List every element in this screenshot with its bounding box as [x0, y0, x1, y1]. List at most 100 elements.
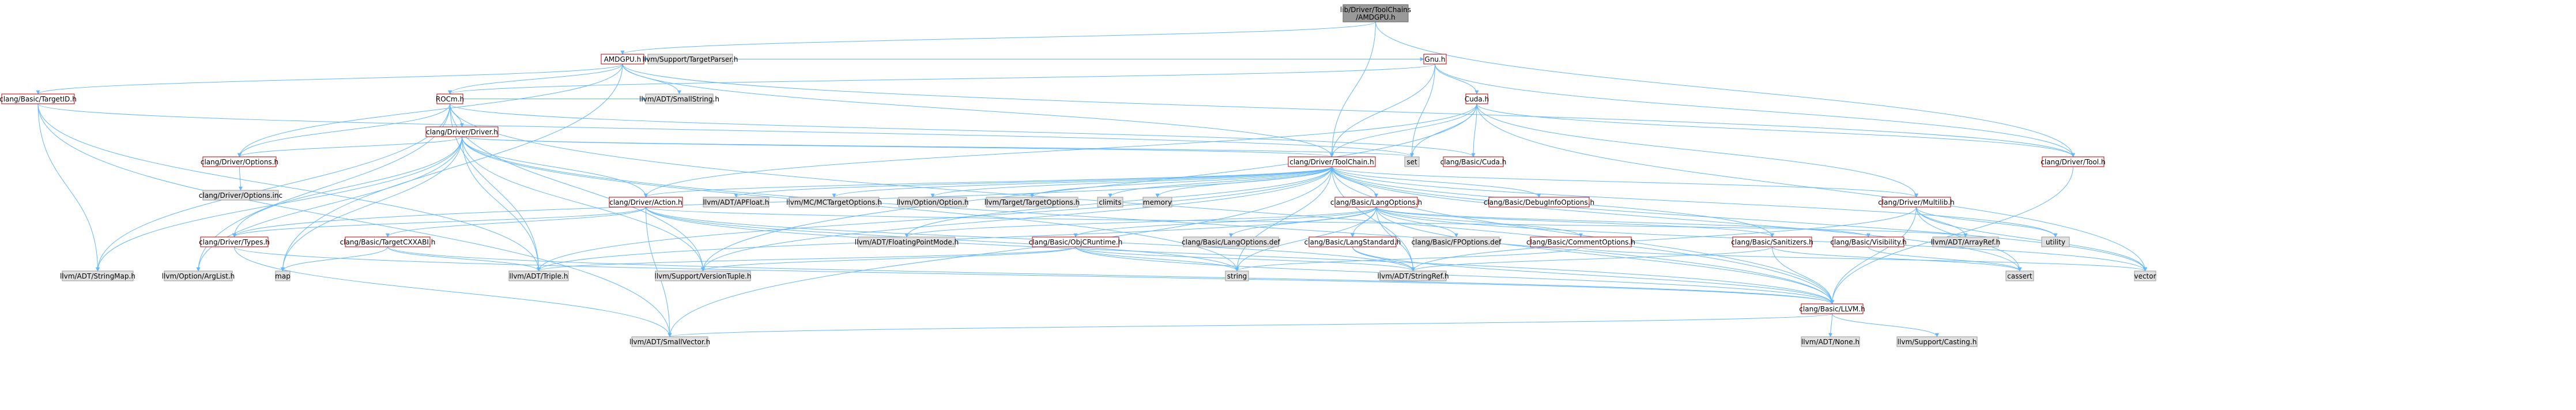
node-toolchain[interactable]: clang/Driver/ToolChain.h	[1288, 156, 1376, 167]
edge-root-to-tool	[1375, 21, 2075, 157]
node-triple: llvm/ADT/Triple.h	[508, 270, 569, 281]
edge-langoptions-to-objcruntime	[1073, 206, 1376, 238]
node-stringmap: llvm/ADT/StringMap.h	[60, 270, 135, 281]
node-stringref: llvm/ADT/StringRef.h	[1377, 270, 1449, 281]
edge-toolchain-to-climits	[1108, 166, 1332, 198]
node-multilib[interactable]: clang/Driver/Multilib.h	[1878, 197, 1955, 208]
node-box-langoptions	[1334, 197, 1418, 208]
edge-cxxabi-to-triple	[387, 246, 541, 272]
node-label-smallvector: llvm/ADT/SmallVector.h	[629, 338, 710, 346]
edge-driverh-to-stringmap	[96, 136, 462, 272]
node-commentoptions[interactable]: clang/Basic/CommentOptions.h	[1526, 236, 1635, 247]
node-box-smallvector	[631, 336, 708, 347]
node-box-smallstring	[645, 93, 714, 104]
node-gnu[interactable]: Gnu.h	[1423, 54, 1447, 65]
node-root[interactable]: lib/Driver/ToolChains/AMDGPU.h	[1340, 4, 1411, 22]
edge-objcruntime-to-triple	[537, 246, 1076, 272]
edge-options-to-optionsinc	[238, 166, 243, 191]
edge-objcruntime-to-stringref	[1075, 246, 1415, 272]
node-label-arglist: llvm/Option/ArgList.h	[162, 272, 235, 280]
node-label-targetoptions: llvm/Target/TargetOptions.h	[985, 198, 1080, 206]
node-sanitizers[interactable]: clang/Basic/Sanitizers.h	[1731, 236, 1813, 247]
edge-amdgpu-to-toolchain	[622, 63, 1334, 157]
node-label-arrayref: llvm/ADT/ArrayRef.h	[1931, 238, 2001, 246]
node-amdgpu[interactable]: AMDGPU.h	[601, 54, 644, 65]
edge-multilib-to-stringref	[1411, 206, 1917, 272]
node-box-none	[1801, 336, 1860, 347]
node-box-casting	[1896, 336, 1978, 347]
node-box-rocm	[436, 93, 463, 104]
node-box-set	[1404, 156, 1420, 167]
edge-toolchain-to-stringref	[1332, 166, 1415, 272]
node-cxxabi[interactable]: clang/Basic/TargetCXXABI.h	[340, 236, 436, 247]
node-box-multilib	[1881, 197, 1951, 208]
node-visibility[interactable]: clang/Basic/Visibility.h	[1830, 236, 1907, 247]
node-types[interactable]: clang/Driver/Types.h	[199, 236, 270, 247]
edge-amdgpu-to-rocm	[448, 63, 623, 95]
node-action[interactable]: clang/Driver/Action.h	[609, 197, 683, 208]
edge-driverh-to-toolchain	[462, 136, 1334, 157]
edge-action-to-stringref	[646, 206, 1415, 272]
edge-toolchain-to-smallvector	[667, 166, 1332, 337]
edge-rocm-to-basiccuda	[450, 103, 1476, 157]
node-label-cxxabi: clang/Basic/TargetCXXABI.h	[340, 238, 436, 246]
node-basiccuda[interactable]: clang/Basic/Cuda.h	[1440, 156, 1507, 167]
node-label-apfloat: llvm/ADT/APFloat.h	[703, 198, 770, 206]
edge-langoptions-to-sanitizers	[1376, 206, 1774, 238]
node-targetoptions: llvm/Target/TargetOptions.h	[985, 197, 1080, 208]
node-box-fpoptionsdef	[1413, 236, 1500, 247]
edge-root-to-toolchain	[1330, 21, 1376, 157]
node-box-amdgpu	[601, 54, 644, 65]
node-label-set: set	[1406, 158, 1417, 166]
node-label-visibility: clang/Basic/Visibility.h	[1830, 238, 1906, 246]
node-set: set	[1404, 156, 1420, 167]
node-langoptions[interactable]: clang/Basic/LangOptions.h	[1330, 197, 1422, 208]
node-box-langoptsdef	[1183, 236, 1279, 247]
node-options[interactable]: clang/Driver/Options.h	[201, 156, 278, 167]
edge-toolchain-to-llvmh	[1332, 166, 1834, 304]
node-arglist: llvm/Option/ArgList.h	[162, 270, 235, 281]
node-label-langoptsdef: clang/Basic/LangOptions.def	[1182, 238, 1281, 246]
node-driverh[interactable]: clang/Driver/Driver.h	[425, 126, 499, 137]
node-objcruntime[interactable]: clang/Basic/ObjCRuntime.h	[1029, 236, 1123, 247]
edge-cudah-to-toolchain	[1330, 103, 1477, 157]
edge-targetid-to-smallvector	[37, 103, 672, 337]
edge-llvmh-to-none	[1828, 313, 1833, 337]
node-cudah[interactable]: Cuda.h	[1465, 93, 1489, 104]
edge-toolchain-to-apfloat	[734, 166, 1332, 198]
node-label-amdgpu: AMDGPU.h	[604, 55, 642, 63]
edge-commentoptions-to-string	[1235, 246, 1581, 272]
node-box-langstandard	[1308, 236, 1397, 247]
node-targetid[interactable]: clang/Basic/TargetID.h	[0, 93, 77, 104]
node-box-types	[200, 236, 269, 247]
node-label-targetparser: llvm/Support/TargetParser.h	[643, 55, 738, 63]
edge-types-to-smallvector	[234, 246, 672, 337]
edge-sanitizers-to-stringref	[1411, 246, 1772, 272]
node-utility: utility	[2041, 236, 2070, 247]
node-label-vector: vector	[2134, 272, 2156, 280]
node-vector: vector	[2134, 270, 2156, 281]
edge-toolchain-to-debuginfo	[1332, 166, 1541, 198]
edge-root-to-amdgpu	[620, 21, 1376, 55]
node-llvmh[interactable]: clang/Basic/LLVM.h	[1799, 303, 1865, 314]
node-debuginfo[interactable]: clang/Basic/DebugInfoOptions.h	[1484, 197, 1594, 208]
node-langstandard[interactable]: clang/Basic/LangStandard.h	[1304, 236, 1401, 247]
edge-toolchain-to-cassert	[1332, 166, 2022, 272]
node-label-basiccuda: clang/Basic/Cuda.h	[1440, 158, 1507, 166]
node-label-objcruntime: clang/Basic/ObjCRuntime.h	[1029, 238, 1123, 246]
node-rocm[interactable]: ROCm.h	[436, 93, 464, 104]
node-label-sanitizers: clang/Basic/Sanitizers.h	[1731, 238, 1813, 246]
node-box-cudah	[1465, 93, 1488, 104]
node-box-options	[202, 156, 277, 167]
node-box-stringref	[1379, 270, 1447, 281]
node-label-none: llvm/ADT/None.h	[1801, 338, 1860, 346]
node-box-arglist	[164, 270, 233, 281]
edge-gnu-to-tool	[1435, 63, 2075, 157]
edge-llvmh-to-smallvector	[668, 313, 1832, 337]
node-tool[interactable]: clang/Driver/Tool.h	[2041, 156, 2106, 167]
edge-langoptions-to-llvmh	[1376, 206, 1834, 304]
node-box-llvmh	[1801, 303, 1864, 314]
edge-langstandard-to-stringref	[1352, 246, 1415, 272]
node-box-gnu	[1423, 54, 1447, 65]
